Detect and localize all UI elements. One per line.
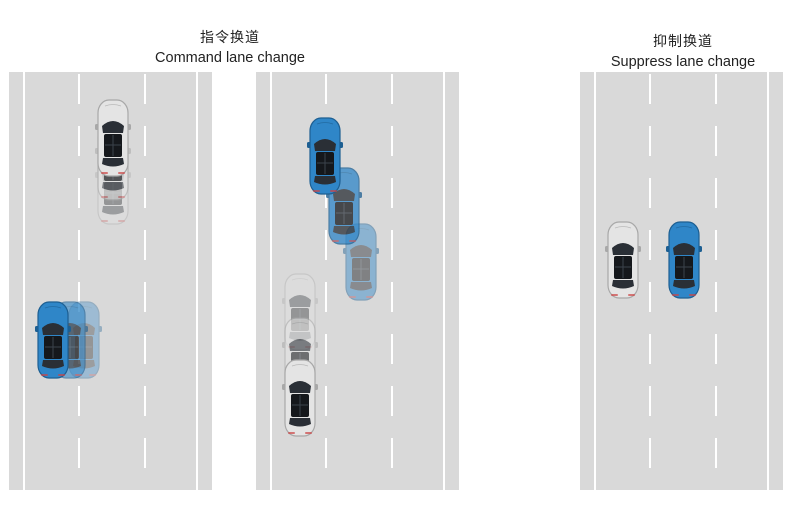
white-car-icon	[282, 359, 318, 437]
white-car-icon	[605, 221, 641, 299]
caption-suppress-zh: 抑制换道	[653, 34, 713, 50]
blue-car-icon	[666, 221, 702, 299]
caption-command: 指令换道 Command lane change	[130, 28, 330, 68]
blue-car-icon	[343, 223, 379, 301]
blue-car-icon	[35, 301, 71, 379]
caption-suppress: 抑制换道 Suppress lane change	[583, 32, 783, 72]
caption-suppress-en: Suppress lane change	[610, 54, 756, 70]
blue-car-icon	[307, 117, 343, 195]
white-car-icon	[95, 99, 131, 177]
vehicles-layer	[35, 99, 702, 437]
caption-command-zh: 指令换道	[200, 30, 260, 46]
caption-command-en: Command lane change	[155, 50, 305, 66]
